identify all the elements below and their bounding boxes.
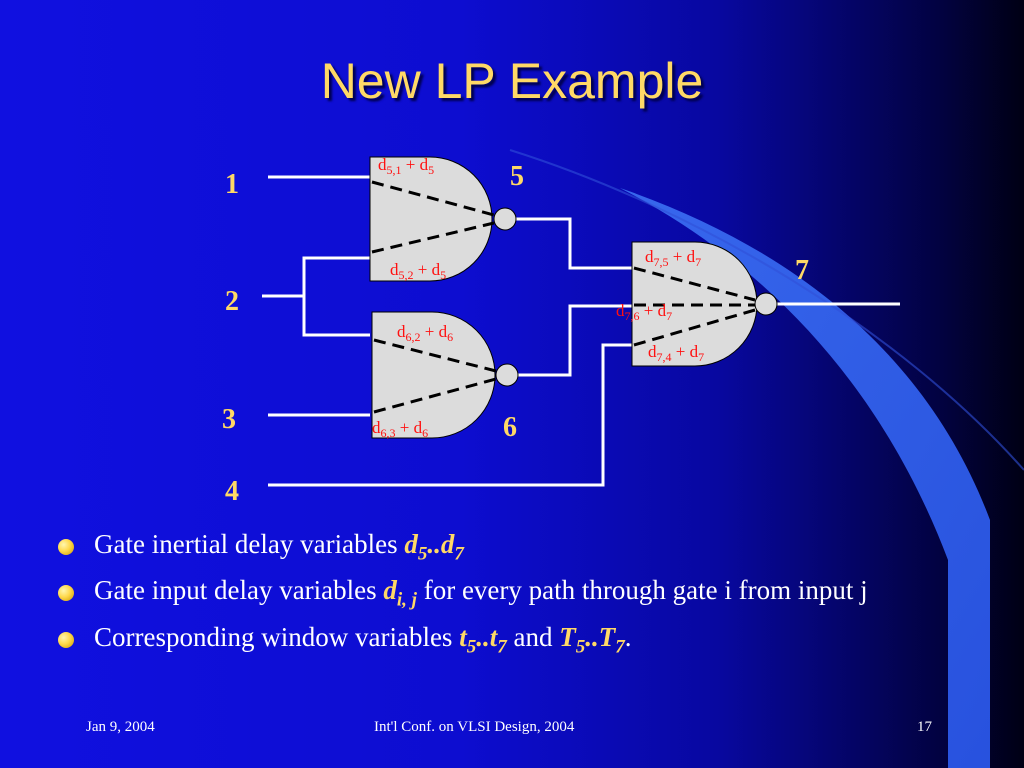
wire-gate-5-out [516,217,632,270]
bullet-list: Gate inertial delay variables d5..d7 Gat… [58,530,988,669]
sweep-arc [509,149,1024,471]
footer-page-number: 17 [917,719,932,735]
gate-6-label: 6 [503,412,517,443]
delay-label-d74: d7,4 + d7 [648,342,704,364]
gate-7-path-1 [633,266,756,302]
gate-5-path-1 [371,180,495,217]
input-label-2: 2 [225,286,239,317]
gate-7 [631,241,778,367]
bullet-item: Corresponding window variables t5..t7 an… [58,621,988,661]
wire-gate-6-out [518,304,632,377]
var-t-range: t5..t7 [459,621,507,658]
gate-7-inverter-bubble [754,292,778,316]
footer-conference: Int'l Conf. on VLSI Design, 2004 [374,719,575,735]
gate-5-path-2 [371,221,495,254]
wire-input-4 [268,343,632,487]
bullet-item: Gate input delay variables di, j for eve… [58,576,988,614]
delay-label-d62: d6,2 + d6 [397,322,453,344]
footer-date: Jan 9, 2004 [86,719,155,735]
bullet-dot-icon [58,539,74,555]
gate-6-path-1 [373,338,497,373]
delay-label-d75: d7,5 + d7 [645,247,701,269]
input-label-1: 1 [225,169,239,200]
gate-6 [371,311,519,439]
gate-5 [369,156,517,282]
delay-label-d76: d7,6 + d7 [616,301,672,323]
var-dij: di, j [383,575,417,611]
gate-6-path-2 [373,377,497,414]
bullet-item: Gate inertial delay variables d5..d7 [58,530,988,568]
gate-6-inverter-bubble [495,363,519,387]
var-d-range: d5..d7 [404,529,464,565]
slide-title: New LP Example [320,53,704,109]
input-label-3: 3 [222,404,236,435]
var-T-range: T5..T7 [559,621,625,658]
gate-5-label: 5 [510,161,524,192]
bullet-dot-icon [58,631,74,648]
delay-label-d63: d6,3 + d6 [372,418,428,440]
delay-label-d52: d5,2 + d5 [390,260,446,282]
input-label-4: 4 [225,476,239,507]
delay-label-d51: d5,1 + d5 [378,155,434,177]
wires [262,175,900,487]
bullet-dot-icon [58,585,74,602]
gate-7-label: 7 [795,255,809,286]
gate-5-inverter-bubble [493,207,517,231]
wire-input-2-to-gate-5 [302,256,370,296]
gate-7-path-3 [633,308,756,347]
wire-input-2-to-gate-6 [302,296,370,337]
